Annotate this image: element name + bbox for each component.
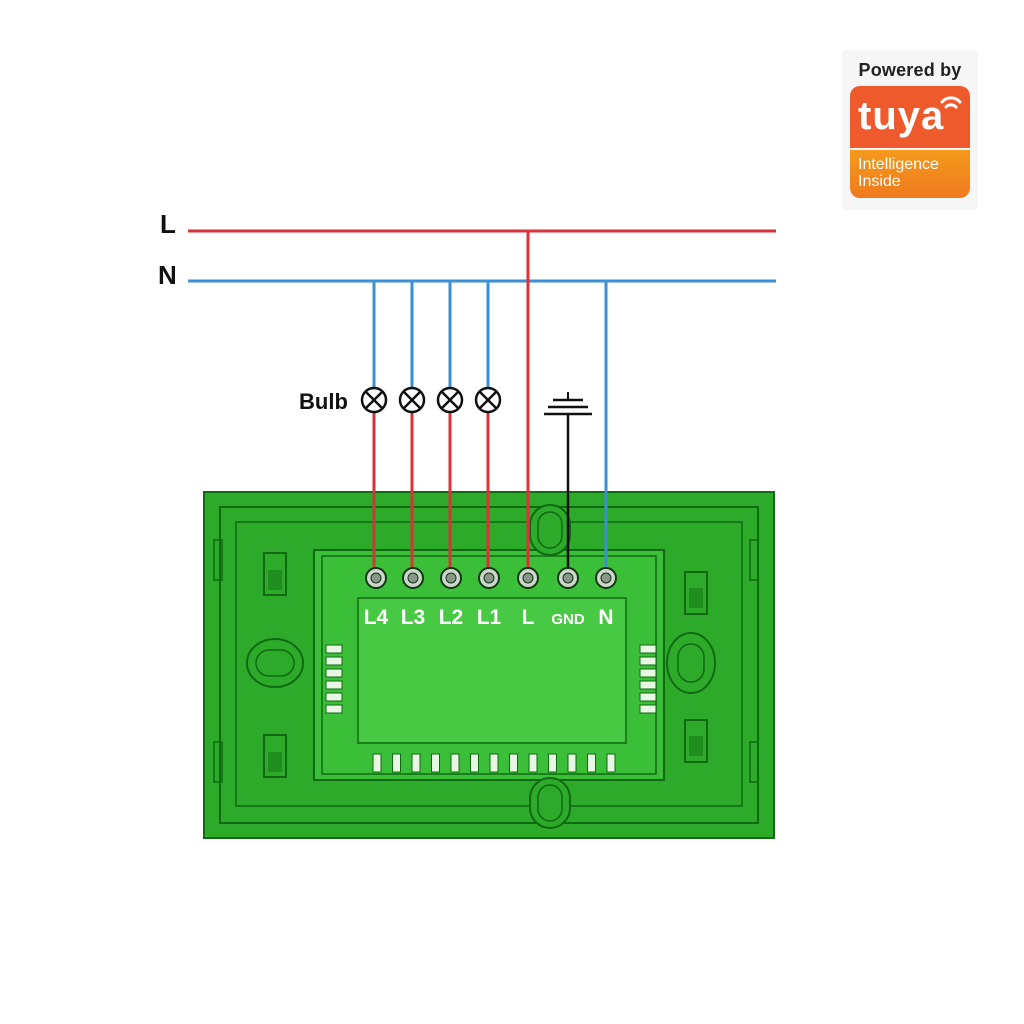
bulb-label: Bulb xyxy=(299,389,348,414)
badge-sub-line2: Inside xyxy=(858,173,901,190)
terminal-label: N xyxy=(598,606,613,629)
bulb-icon xyxy=(360,386,388,414)
module-pins xyxy=(325,644,657,773)
terminal-label: GND xyxy=(551,611,585,628)
terminal-label: L3 xyxy=(401,606,426,629)
terminal-screw xyxy=(595,567,617,589)
badge-brand-block: tuya xyxy=(850,86,970,148)
terminal-label: L2 xyxy=(439,606,464,629)
tuya-badge: Powered by tuya Intelligence Inside xyxy=(842,50,978,210)
terminal-label: L xyxy=(522,606,535,629)
terminal-screw xyxy=(478,567,500,589)
badge-brand-name: tuya xyxy=(858,94,945,138)
terminal-screw xyxy=(440,567,462,589)
badge-sub-line1: Intelligence xyxy=(858,156,939,173)
bulb-icon xyxy=(436,386,464,414)
terminal-screw xyxy=(365,567,387,589)
badge-sub-block: Intelligence Inside xyxy=(850,150,970,198)
terminal-label: L4 xyxy=(364,606,389,629)
wifi-icon xyxy=(940,96,962,109)
neutral-line-label: N xyxy=(158,260,177,290)
badge-powered-by: Powered by xyxy=(858,60,962,80)
terminal-screw xyxy=(402,567,424,589)
live-line-label: L xyxy=(160,209,176,239)
bulb-icon xyxy=(398,386,426,414)
bulb-icon xyxy=(474,386,502,414)
terminal-label: L1 xyxy=(477,606,502,629)
terminal-screw xyxy=(557,567,579,589)
ground-symbol xyxy=(544,392,592,416)
terminal-screw xyxy=(517,567,539,589)
